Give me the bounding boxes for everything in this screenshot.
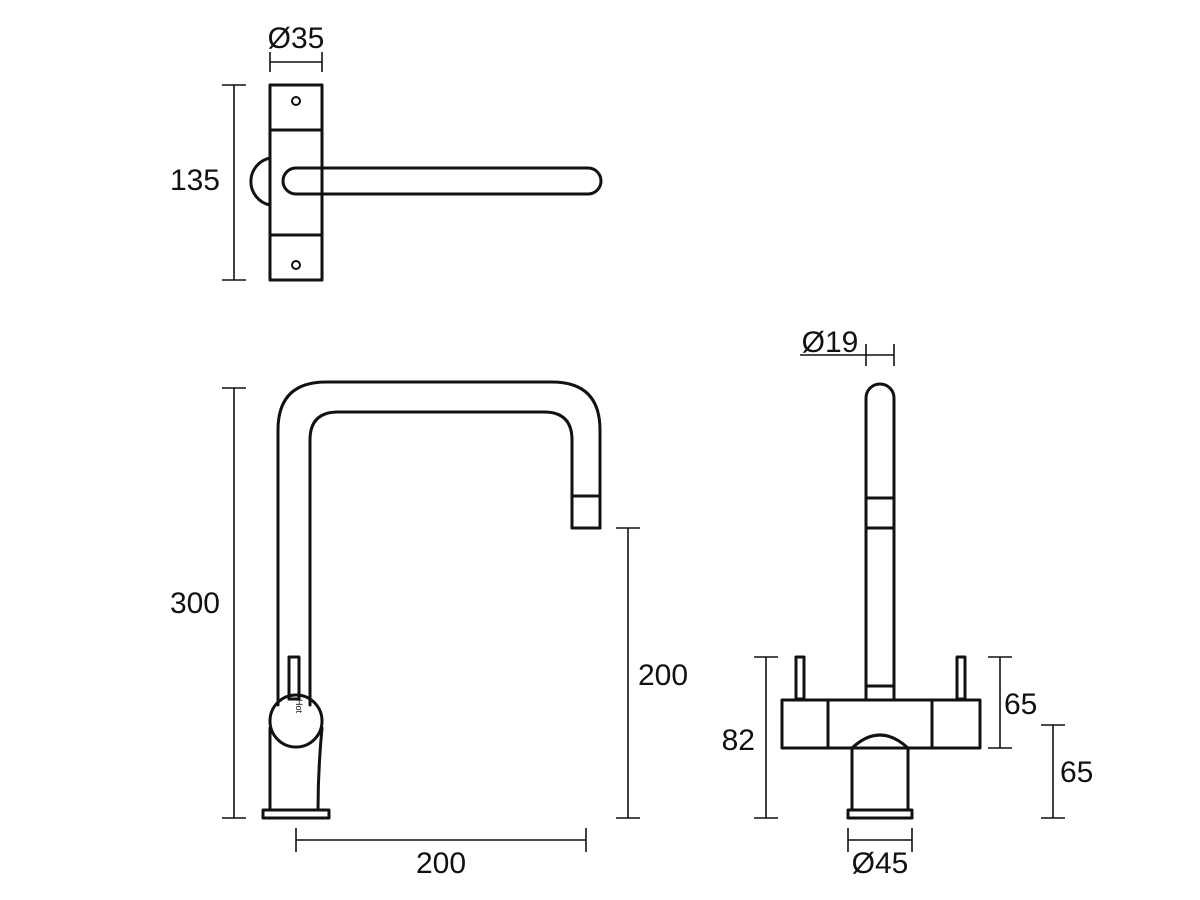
left-handle xyxy=(794,655,806,701)
right-handle xyxy=(955,655,967,701)
spout-outer xyxy=(276,380,602,707)
front-view: Ø19 82 65 65 Ø45 xyxy=(722,326,1094,880)
dim-body-height: 82 xyxy=(722,724,755,757)
tap-base xyxy=(261,808,331,820)
dim-total-height: 300 xyxy=(170,587,220,620)
dim-spout-diameter: Ø19 xyxy=(802,326,859,359)
screw-hole-bottom xyxy=(291,260,301,270)
dim-spout-height: 200 xyxy=(638,659,688,692)
dim-top-diameter: Ø35 xyxy=(268,22,325,55)
spout-top-view xyxy=(281,166,603,196)
spout-inner xyxy=(308,410,574,707)
top-view: Ø35 135 xyxy=(170,22,603,282)
spout-front xyxy=(864,382,896,702)
mounting-plate xyxy=(268,83,324,282)
dim-top-height: 135 xyxy=(170,164,220,197)
front-base xyxy=(846,808,914,820)
side-view: Hot 300 200 200 xyxy=(170,380,688,880)
crossbar-body xyxy=(780,698,982,750)
handle-lever xyxy=(287,655,301,701)
hot-label: Hot xyxy=(294,699,304,714)
hub-outline xyxy=(249,156,272,207)
dim-reach: 200 xyxy=(416,847,466,880)
dim-handle-height: 65 xyxy=(1004,688,1037,721)
tap-body-round xyxy=(268,693,324,749)
dim-base-height: 65 xyxy=(1060,756,1093,789)
dim-base-diameter: Ø45 xyxy=(852,847,909,880)
screw-hole-top xyxy=(291,96,301,106)
